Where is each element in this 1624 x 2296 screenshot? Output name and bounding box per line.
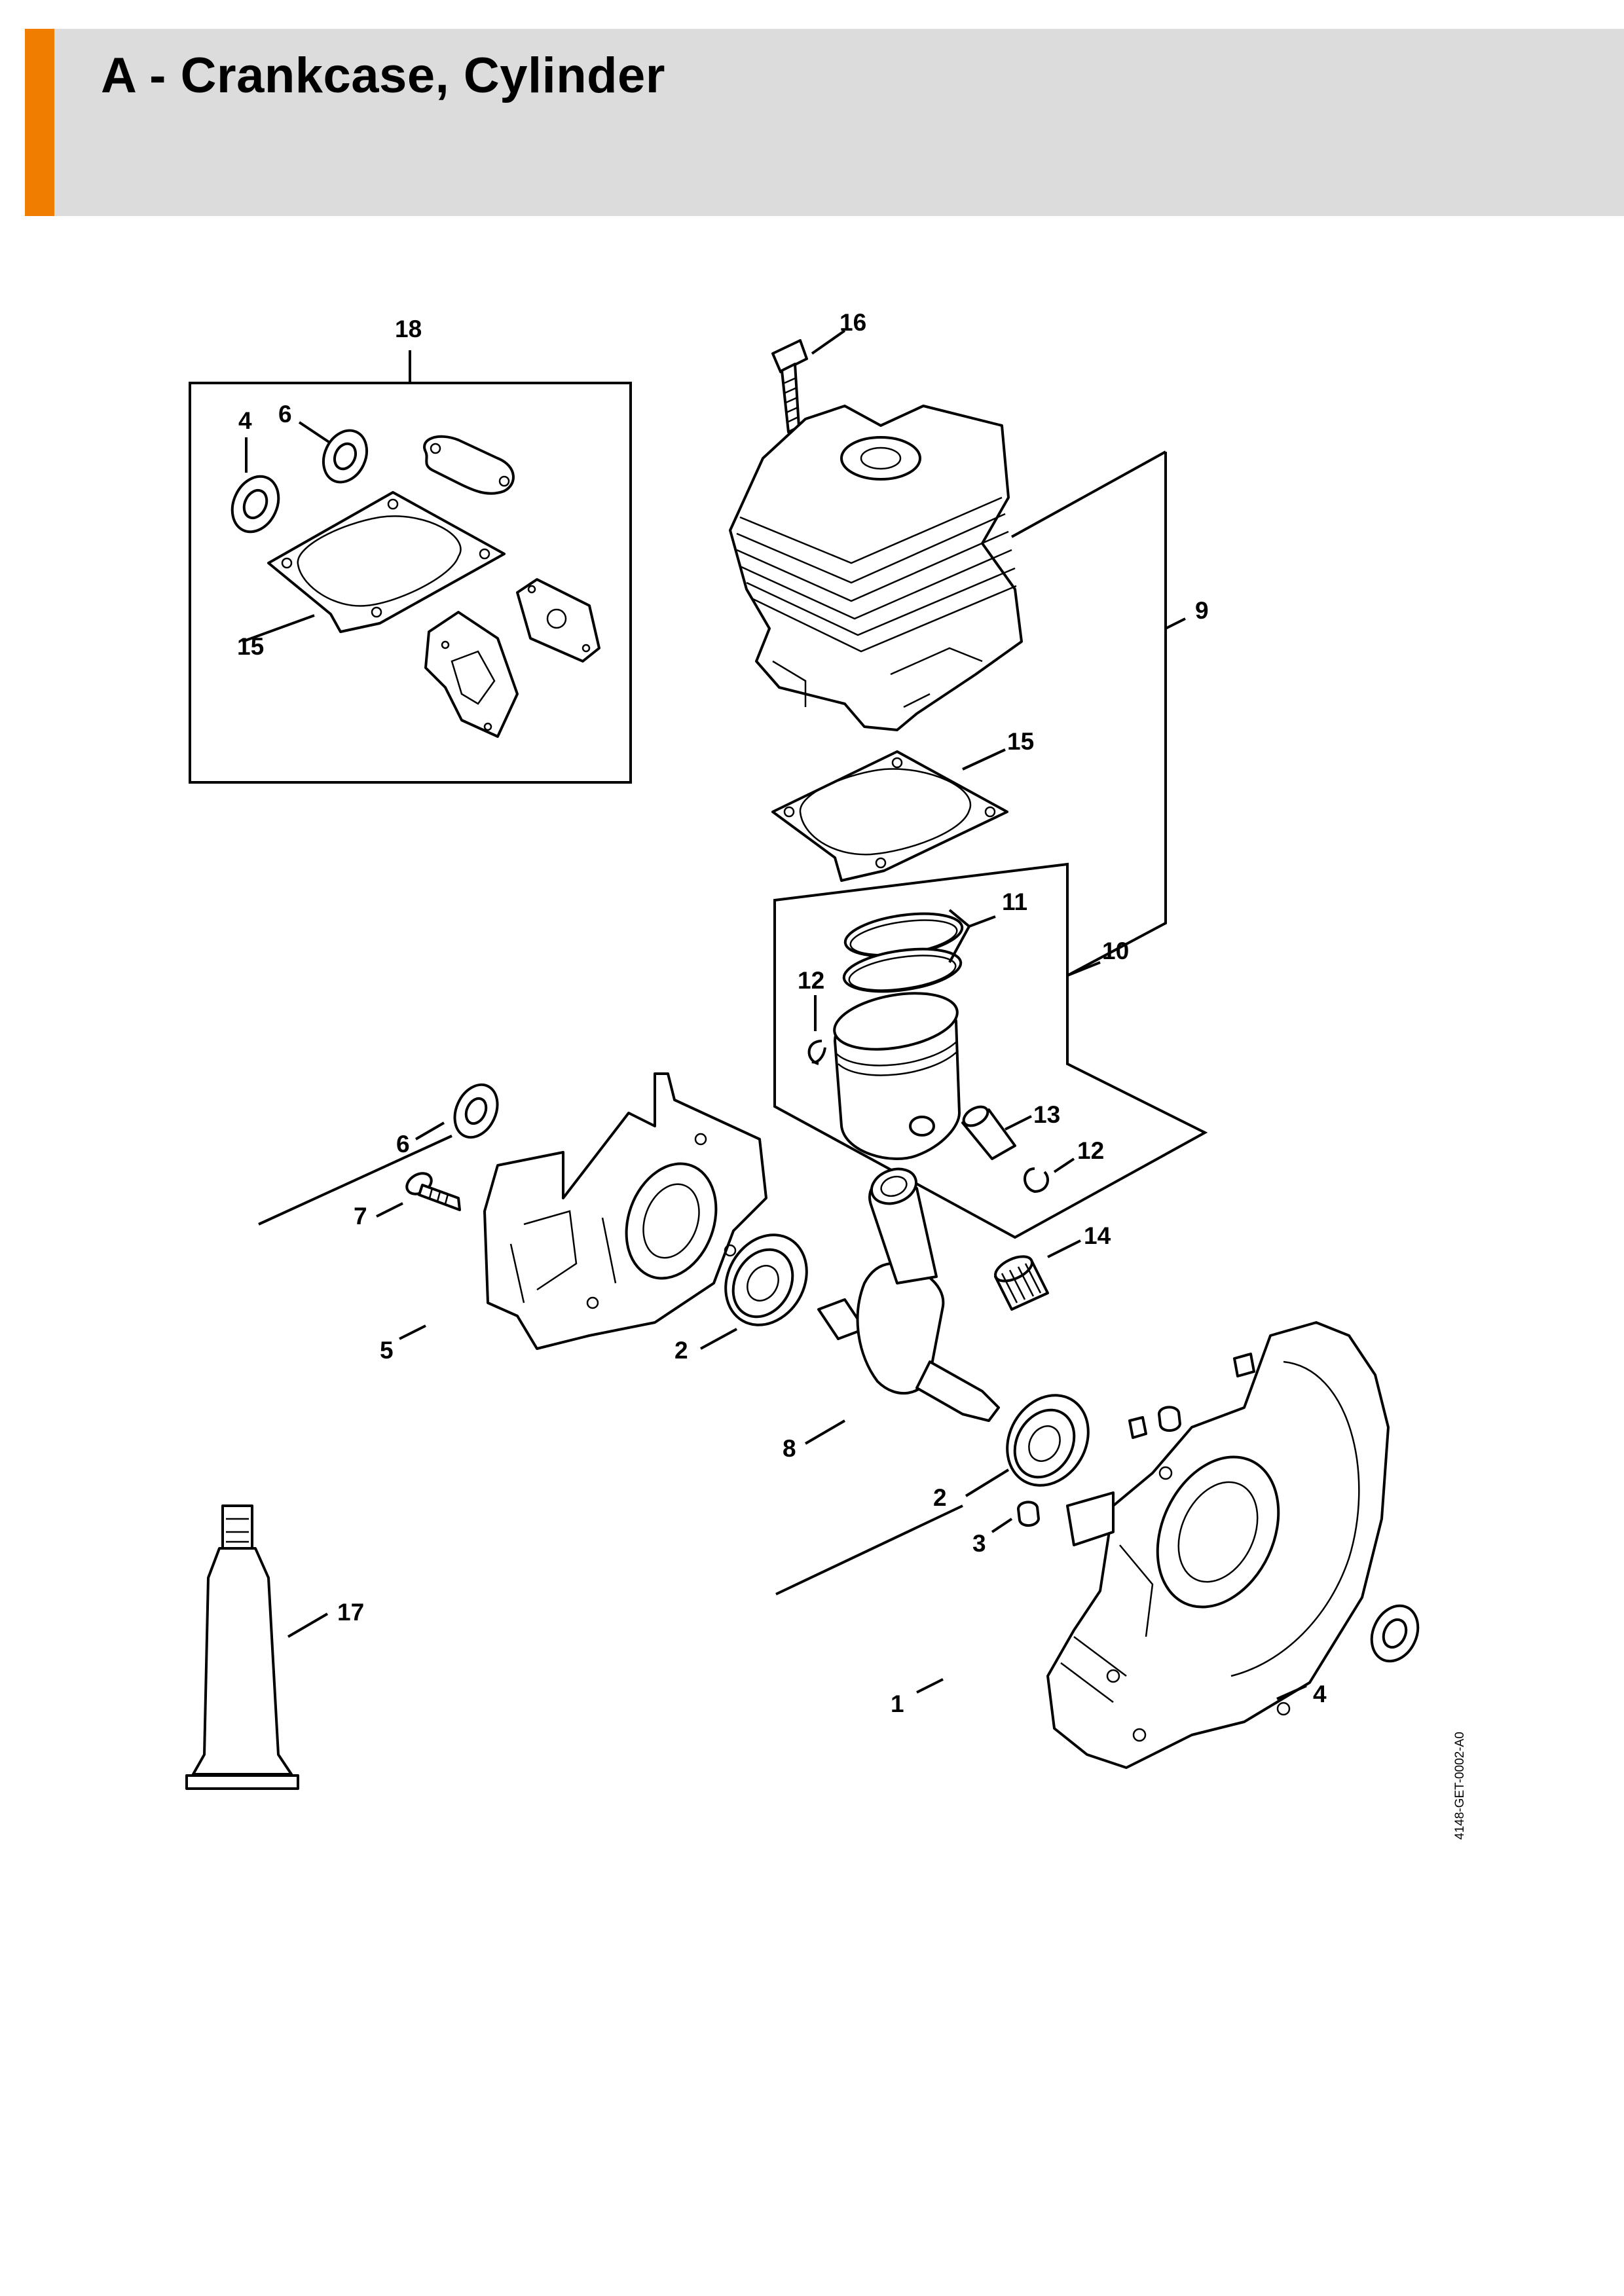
leader-9 — [1165, 617, 1186, 630]
gasket-set-box — [189, 350, 632, 784]
kit-oil-seal-4[interactable] — [223, 437, 287, 539]
callout-17: 17 — [337, 1599, 364, 1626]
bracket-9 — [1067, 452, 1167, 977]
piston-pin[interactable] — [961, 1103, 1032, 1160]
callout-15: 15 — [1007, 728, 1034, 755]
page-header: A - Crankcase, Cylinder — [25, 29, 1624, 216]
leader-1 — [916, 1678, 944, 1694]
callout-2-upper: 2 — [674, 1337, 688, 1364]
callout-9: 9 — [1195, 597, 1209, 624]
kit-oil-seal-6[interactable] — [298, 421, 375, 489]
piston[interactable] — [830, 985, 961, 1160]
piston-rings[interactable] — [841, 907, 996, 998]
cylinder-gasket[interactable] — [771, 748, 1008, 882]
ball-bearing-upper[interactable] — [700, 1220, 822, 1350]
callout-2-lower: 2 — [933, 1484, 947, 1511]
needle-cage[interactable] — [991, 1239, 1081, 1311]
kit-muffler-gasket[interactable] — [423, 435, 515, 495]
kit-cylinder-base-gasket[interactable] — [242, 491, 506, 643]
callout-11: 11 — [1002, 888, 1027, 915]
header-accent-bar — [25, 29, 54, 216]
crankcase[interactable] — [1046, 1321, 1390, 1769]
leader-4-right — [1276, 1685, 1307, 1700]
callout-4-kit: 4 — [238, 407, 252, 434]
hookless-snap-ring-left[interactable] — [807, 995, 826, 1065]
page-title: A - Crankcase, Cylinder — [101, 48, 665, 103]
callout-3: 3 — [972, 1530, 986, 1557]
crankcase-half-left[interactable] — [483, 1072, 767, 1350]
oil-seal-right[interactable] — [1363, 1598, 1426, 1669]
bracket-5 — [258, 1135, 452, 1226]
callout-12-right: 12 — [1077, 1137, 1104, 1164]
callout-4: 4 — [1313, 1681, 1327, 1707]
leader-5 — [399, 1324, 426, 1340]
kit-intake-gasket-small[interactable] — [516, 578, 600, 663]
callout-15-kit: 15 — [237, 633, 264, 660]
hookless-snap-ring-right[interactable] — [1024, 1157, 1075, 1194]
oil-seal-left[interactable] — [415, 1078, 506, 1144]
callout-12-left: 12 — [798, 967, 824, 994]
callout-6-kit: 6 — [278, 401, 292, 428]
callout-18: 18 — [395, 316, 422, 342]
callout-8: 8 — [783, 1435, 796, 1462]
cylinder[interactable] — [729, 405, 1166, 731]
sealant-tube[interactable] — [185, 1504, 329, 1790]
callout-10: 10 — [1102, 938, 1129, 964]
bracket-1 — [775, 1504, 963, 1595]
piston-set-box — [773, 862, 1208, 1239]
drawing-reference-code: 4148-GET-0002-A0 — [1453, 1732, 1467, 1840]
kit-intake-gasket-large[interactable] — [424, 611, 519, 738]
ball-bearing-lower[interactable] — [965, 1381, 1104, 1501]
spline-screw[interactable] — [376, 1169, 461, 1218]
callout-1: 1 — [891, 1690, 904, 1717]
callout-6: 6 — [396, 1131, 410, 1157]
callout-13: 13 — [1033, 1101, 1060, 1128]
crankshaft[interactable] — [804, 1163, 1000, 1445]
sleeves[interactable] — [991, 1353, 1255, 1533]
callout-5: 5 — [380, 1337, 394, 1364]
callout-14: 14 — [1084, 1222, 1111, 1249]
callout-7: 7 — [354, 1203, 367, 1230]
callout-16: 16 — [840, 309, 866, 336]
leader-10 — [1067, 961, 1101, 977]
